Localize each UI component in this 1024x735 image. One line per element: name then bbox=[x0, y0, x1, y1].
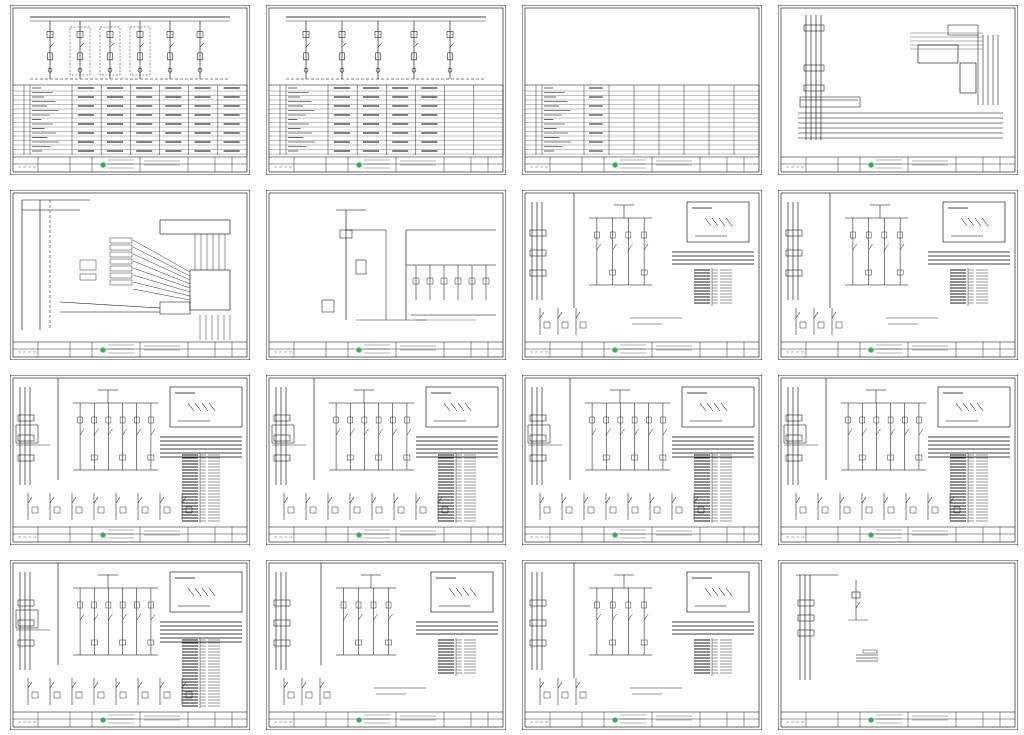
drawing-sheet-motor-starter-wide[interactable] bbox=[522, 375, 762, 545]
schematic-drawing bbox=[522, 560, 762, 730]
company-logo-icon bbox=[612, 532, 618, 538]
company-logo-icon bbox=[868, 162, 874, 168]
company-logo-icon bbox=[868, 532, 874, 538]
drawing-sheet-motor-starter-small[interactable] bbox=[522, 560, 762, 730]
schematic-drawing bbox=[778, 560, 1018, 730]
drawing-sheet-motor-starter-wide[interactable] bbox=[778, 375, 1018, 545]
company-logo-icon bbox=[356, 532, 362, 538]
drawing-sheet-motor-starter-small[interactable] bbox=[778, 190, 1018, 360]
company-logo-icon bbox=[100, 347, 106, 353]
schematic-drawing bbox=[522, 190, 762, 360]
drawing-sheet-motor-starter-wide[interactable] bbox=[10, 375, 250, 545]
schematic-drawing bbox=[266, 375, 506, 545]
company-logo-icon bbox=[100, 717, 106, 723]
drawing-sheet-wiring-diagram[interactable] bbox=[778, 5, 1018, 175]
drawing-sheet-motor-starter-medium[interactable] bbox=[266, 560, 506, 730]
company-logo-icon bbox=[100, 532, 106, 538]
schematic-drawing bbox=[10, 375, 250, 545]
schematic-drawing bbox=[522, 5, 762, 175]
drawing-sheet-motor-starter-wide[interactable] bbox=[266, 375, 506, 545]
drawing-sheet-control-wiring[interactable] bbox=[10, 190, 250, 360]
company-logo-icon bbox=[868, 717, 874, 723]
schematic-drawing bbox=[10, 5, 250, 175]
company-logo-icon bbox=[612, 717, 618, 723]
drawing-sheet-motor-starter-small[interactable] bbox=[522, 190, 762, 360]
company-logo-icon bbox=[612, 162, 618, 168]
company-logo-icon bbox=[356, 347, 362, 353]
drawing-sheet-terminal-detail[interactable] bbox=[778, 560, 1018, 730]
schematic-drawing bbox=[778, 190, 1018, 360]
schematic-drawing bbox=[10, 560, 250, 730]
schematic-drawing bbox=[778, 375, 1018, 545]
schematic-drawing bbox=[266, 560, 506, 730]
drawing-sheet-table-schematic-light[interactable] bbox=[266, 5, 506, 175]
company-logo-icon bbox=[612, 347, 618, 353]
drawing-sheet-control-circuit[interactable] bbox=[266, 190, 506, 360]
schematic-drawing bbox=[266, 5, 506, 175]
company-logo-icon bbox=[356, 162, 362, 168]
schematic-drawing bbox=[10, 190, 250, 360]
schematic-drawing bbox=[778, 5, 1018, 175]
company-logo-icon bbox=[868, 347, 874, 353]
drawing-sheet-table-empty[interactable] bbox=[522, 5, 762, 175]
company-logo-icon bbox=[100, 162, 106, 168]
company-logo-icon bbox=[356, 717, 362, 723]
drawing-sheet-table-schematic[interactable] bbox=[10, 5, 250, 175]
schematic-drawing bbox=[266, 190, 506, 360]
schematic-drawing bbox=[522, 375, 762, 545]
drawing-sheet-motor-starter-wide[interactable] bbox=[10, 560, 250, 730]
